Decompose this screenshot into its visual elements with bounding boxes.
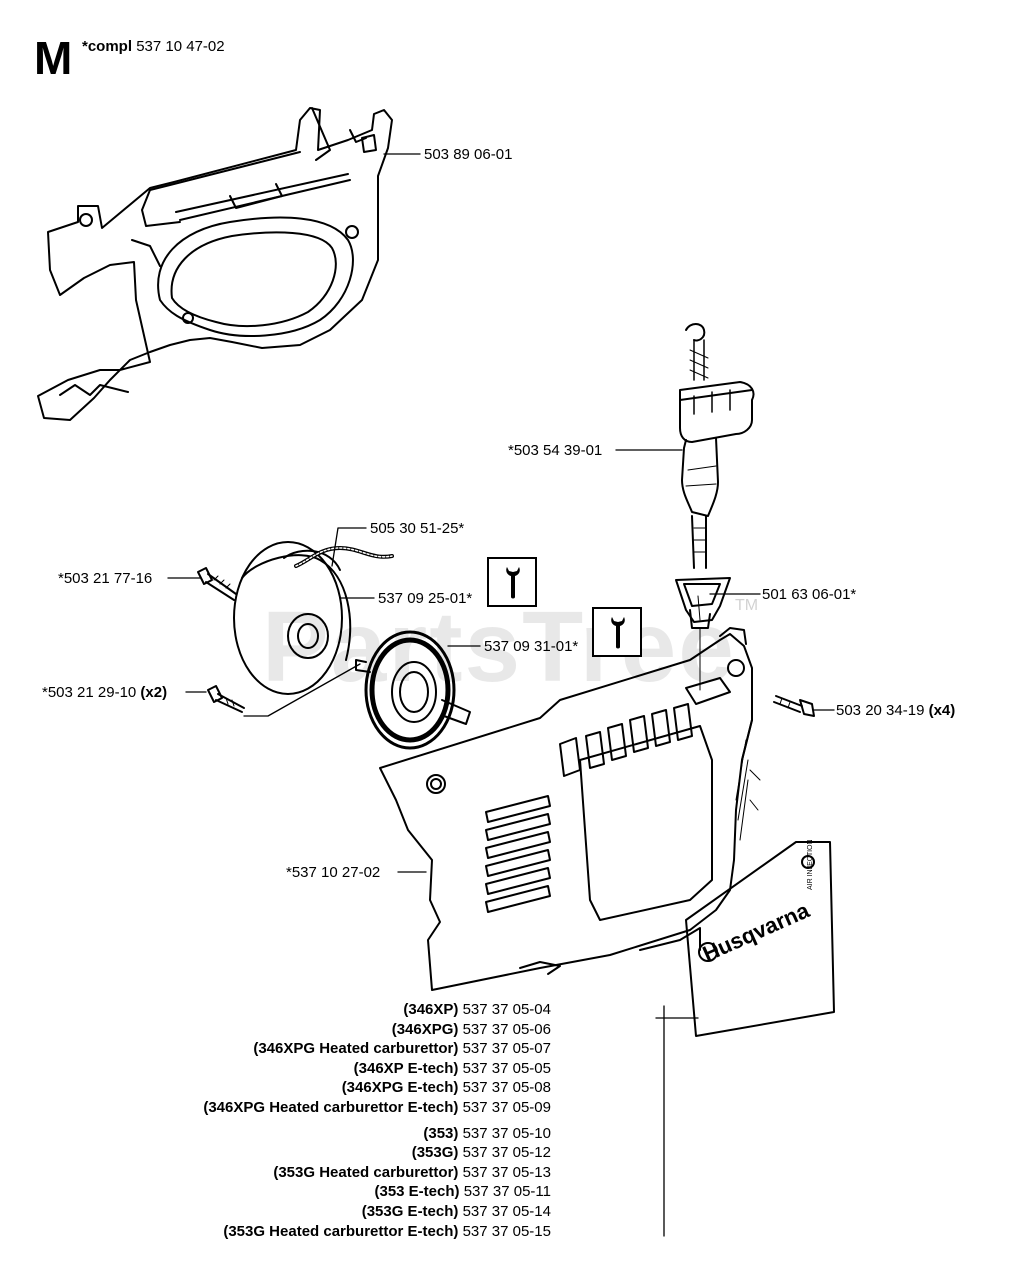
compl-prefix: *compl (82, 38, 133, 55)
variant-row[interactable]: (346XPG Heated carburettor) 537 37 05-07 (253, 1040, 551, 1058)
callout-handle[interactable]: *503 54 39-01 (508, 442, 603, 459)
variant-row[interactable]: (346XP E-tech) 537 37 05-05 (353, 1059, 551, 1077)
watermark-text: PartsTree (262, 591, 736, 703)
variant-row[interactable]: (353G) 537 37 05-12 (411, 1144, 551, 1162)
housing-frame-part (37, 107, 393, 421)
callout-screw-cover[interactable]: 503 20 34-19 (x4) (836, 702, 955, 720)
variant-row[interactable]: (346XP) 537 37 05-04 (403, 1001, 551, 1018)
screw-spring-part (207, 685, 245, 713)
variant-row[interactable]: (353) 537 37 05-10 (423, 1124, 551, 1142)
callout-screw-spring-qty: (x2) (140, 684, 168, 701)
section-letter: M (34, 32, 72, 84)
screw-cover-part (773, 695, 815, 717)
callout-screw-pulley[interactable]: *503 21 77-16 (58, 570, 153, 587)
variant-row[interactable]: (353 E-tech) 537 37 05-11 (374, 1183, 551, 1201)
variant-row[interactable]: (346XPG E-tech) 537 37 05-08 (341, 1079, 551, 1097)
starter-handle-part (679, 323, 755, 569)
variant-list: (346XP) 537 37 05-04 (346XPG) 537 37 05-… (203, 1000, 551, 1241)
wrench-icon (487, 557, 537, 607)
callout-pulley[interactable]: 537 09 25-01* (378, 590, 473, 607)
compl-part-number: 537 10 47-02 (136, 38, 225, 55)
callout-screw-cover-number: 503 20 34-19 (836, 702, 925, 719)
screw-pulley-part (197, 567, 237, 601)
wrench-icon (592, 607, 642, 657)
callout-rope[interactable]: 505 30 51-25* (370, 520, 465, 537)
variant-row[interactable]: (353G E-tech) 537 37 05-14 (361, 1202, 551, 1220)
starter-pulley-part (233, 541, 352, 695)
watermark-tm: TM (735, 597, 759, 614)
callout-screw-spring-number: *503 21 29-10 (42, 684, 137, 701)
recoil-spring-part (355, 630, 471, 750)
complete-assembly-label: *compl 537 10 47-02 (82, 38, 225, 55)
variant-row[interactable]: (346XPG Heated carburettor E-tech) 537 3… (203, 1098, 551, 1116)
starter-cover-part (379, 627, 761, 991)
variant-row[interactable]: (353G Heated carburettor) 537 37 05-13 (273, 1163, 551, 1181)
callout-spring[interactable]: 537 09 31-01* (484, 638, 579, 655)
callout-screw-cover-qty: (x4) (928, 702, 956, 719)
leader-lines (167, 153, 835, 1237)
callout-housing-frame[interactable]: 503 89 06-01 (424, 146, 513, 163)
callout-cover[interactable]: *537 10 27-02 (286, 864, 381, 881)
decal-sub-text: AIR INJECTION (807, 839, 814, 890)
callout-screw-spring[interactable]: *503 21 29-10 (x2) (42, 684, 167, 702)
callout-guide[interactable]: 501 63 06-01* (762, 586, 857, 603)
variant-row[interactable]: (346XPG) 537 37 05-06 (391, 1020, 551, 1038)
decal-part: Husqvarna AIR INJECTION (685, 839, 835, 1037)
variant-row[interactable]: (353G Heated carburettor E-tech) 537 37 … (223, 1222, 551, 1240)
starter-rope-part (294, 546, 394, 568)
